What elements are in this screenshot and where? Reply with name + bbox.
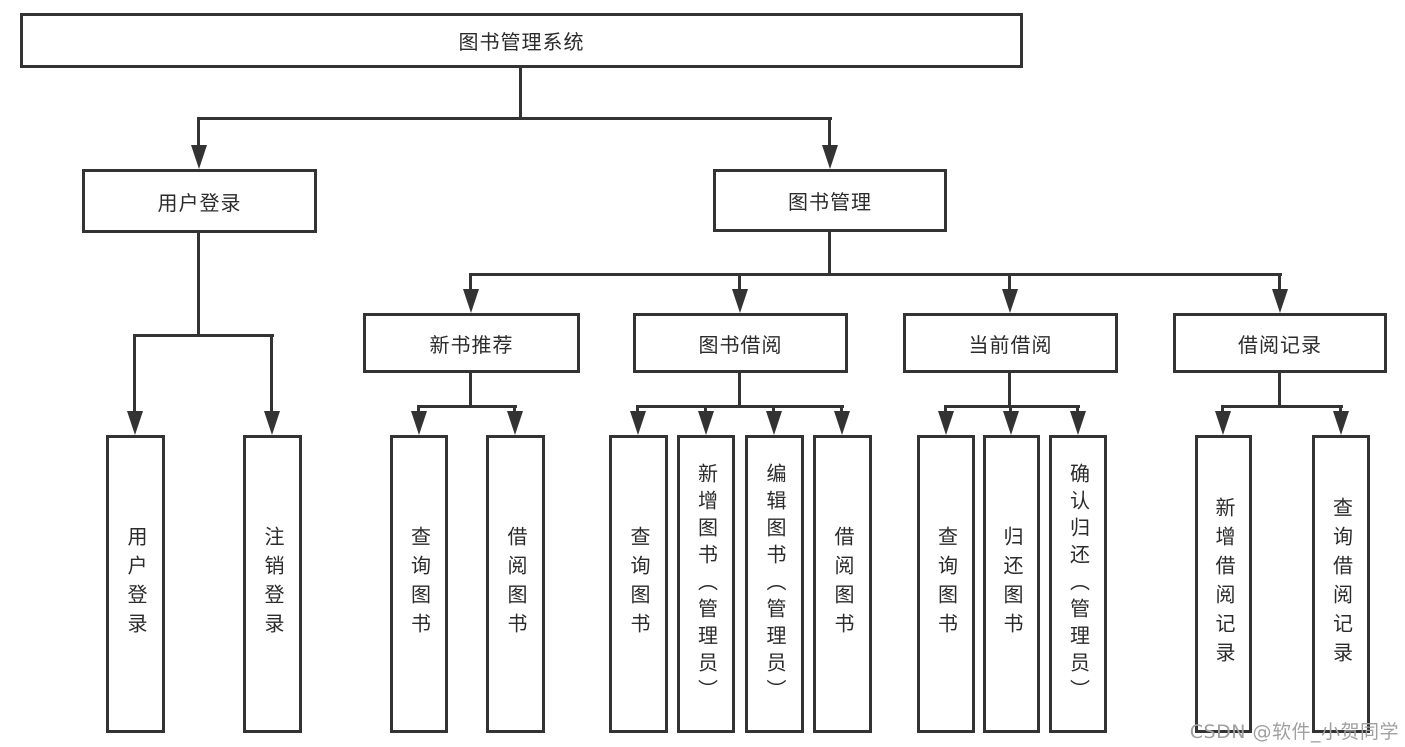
arrow-down-icon <box>463 289 479 313</box>
leaf-return-books: 归还图书 <box>983 435 1040 733</box>
arrow-down-icon <box>1003 411 1019 435</box>
node-label: 图书借阅 <box>698 332 783 357</box>
connector-hline <box>417 405 517 408</box>
node-book-management-branch: 图书管理 <box>713 169 947 232</box>
node-label: 图书管理 <box>788 190 872 214</box>
node-label: 借阅图书 <box>831 526 855 642</box>
arrow-down-icon <box>1002 289 1018 313</box>
arrow-down-icon <box>822 145 838 169</box>
connector-vline <box>772 405 775 414</box>
leaf-user-login: 用户登录 <box>106 435 165 733</box>
arrow-down-icon <box>1272 289 1288 313</box>
node-label: 查询图书 <box>934 526 959 642</box>
node-book-borrowing: 图书借阅 <box>633 313 848 373</box>
watermark: CSDN @软件_小贺同学 <box>1189 721 1399 743</box>
connector-vline <box>840 405 843 414</box>
leaf-logout: 注销登录 <box>243 435 302 733</box>
arrow-down-icon <box>127 411 143 435</box>
leaf-borrow-books-recommendation: 借阅图书 <box>486 435 545 733</box>
connector-vline <box>944 405 947 414</box>
leaf-query-books-borrowing: 查询图书 <box>609 435 668 733</box>
arrow-down-icon <box>630 411 646 435</box>
node-borrowing-records: 借阅记录 <box>1173 313 1387 373</box>
leaf-borrow-books: 借阅图书 <box>813 435 872 733</box>
node-new-book-recommendation: 新书推荐 <box>363 313 580 373</box>
node-label: 编辑图书（管理员） <box>763 462 787 706</box>
connector-vline <box>828 232 831 276</box>
connector-vline <box>1278 273 1281 291</box>
arrow-down-icon <box>1333 411 1349 435</box>
node-label: 查询图书 <box>407 526 432 642</box>
connector-vline <box>738 373 741 408</box>
arrow-down-icon <box>1215 411 1231 435</box>
leaf-add-borrow-record: 新增借阅记录 <box>1195 435 1252 733</box>
connector-vline <box>1278 373 1281 408</box>
connector-hline <box>197 117 832 120</box>
node-label: 借阅记录 <box>1238 332 1322 357</box>
connector-hline <box>469 273 1282 276</box>
arrow-down-icon <box>698 411 714 435</box>
leaf-edit-books-admin: 编辑图书（管理员） <box>745 435 804 733</box>
connector-vline <box>1076 405 1079 414</box>
connector-vline <box>197 117 200 147</box>
node-label: 当前借阅 <box>968 332 1053 357</box>
connector-vline <box>469 273 472 291</box>
leaf-query-books-recommendation: 查询图书 <box>390 435 448 733</box>
arrow-down-icon <box>191 145 207 169</box>
arrow-down-icon <box>411 411 427 435</box>
arrow-down-icon <box>1070 411 1086 435</box>
node-user-login-branch: 用户登录 <box>82 169 317 233</box>
connector-vline <box>1339 405 1342 414</box>
connector-vline <box>636 405 639 414</box>
arrow-down-icon <box>507 411 523 435</box>
connector-hline <box>133 334 274 337</box>
connector-vline <box>519 68 522 120</box>
node-label: 借阅图书 <box>504 526 528 642</box>
connector-vline <box>1008 373 1011 408</box>
node-label: 新增图书（管理员） <box>694 462 719 706</box>
leaf-query-borrow-record: 查询借阅记录 <box>1312 435 1370 733</box>
connector-vline <box>417 405 420 414</box>
node-label: 确认归还（管理员） <box>1066 462 1091 706</box>
connector-hline <box>944 405 1080 408</box>
node-library-management-system: 图书管理系统 <box>20 13 1023 68</box>
node-label: 图书管理系统 <box>458 30 585 54</box>
connector-vline <box>513 405 516 414</box>
node-label: 用户登录 <box>124 526 148 642</box>
connector-vline <box>1009 405 1012 414</box>
connector-vline <box>738 273 741 291</box>
node-current-borrowing: 当前借阅 <box>903 313 1118 373</box>
connector-vline <box>133 334 136 413</box>
arrow-down-icon <box>766 411 782 435</box>
node-label: 新增借阅记录 <box>1212 497 1236 671</box>
node-label: 查询借阅记录 <box>1329 497 1354 671</box>
arrow-down-icon <box>264 411 280 435</box>
connector-vline <box>1221 405 1224 414</box>
arrow-down-icon <box>834 411 850 435</box>
leaf-confirm-return-admin: 确认归还（管理员） <box>1049 435 1107 733</box>
leaf-add-books-admin: 新增图书（管理员） <box>677 435 735 733</box>
arrow-down-icon <box>732 289 748 313</box>
node-label: 用户登录 <box>157 190 242 215</box>
connector-vline <box>828 117 831 147</box>
connector-hline <box>1221 405 1343 408</box>
connector-vline <box>704 405 707 414</box>
connector-vline <box>469 373 472 408</box>
connector-vline <box>270 334 273 413</box>
arrow-down-icon <box>938 411 954 435</box>
node-label: 归还图书 <box>1000 526 1024 642</box>
node-label: 新书推荐 <box>429 332 514 357</box>
connector-vline <box>1008 273 1011 291</box>
node-label: 注销登录 <box>261 526 285 642</box>
connector-vline <box>197 233 200 337</box>
leaf-query-books-current: 查询图书 <box>917 435 975 733</box>
node-label: 查询图书 <box>627 526 651 642</box>
